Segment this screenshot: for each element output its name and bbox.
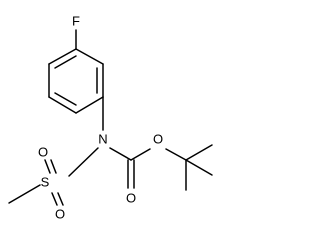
bond-n-s	[68, 147, 99, 177]
bond-n-carbonyl	[109, 147, 132, 161]
benzene-ring	[48, 48, 104, 114]
atom-ester-oxygen: O	[153, 132, 163, 147]
bond-o-tbutyl	[165, 148, 187, 161]
bond-tbutyl-methyl	[185, 159, 213, 176]
atom-carbonyl-oxygen: O	[126, 191, 136, 206]
atom-sulfur: S	[41, 175, 50, 190]
bond-s-o-upper	[44, 159, 51, 174]
ring-bond	[48, 48, 77, 65]
atom-fluorine: F	[72, 14, 80, 29]
bond-s-o-upper	[50, 159, 57, 174]
bond-c-o-ester	[130, 148, 151, 161]
ring-bond	[75, 48, 104, 65]
bond-tbutyl-methyl	[185, 144, 213, 161]
bond-s-o-lower	[57, 192, 64, 206]
ring-bond	[75, 96, 104, 114]
ring-double-bond	[54, 55, 77, 69]
bond-s-o-lower	[51, 192, 58, 206]
atom-sulfonyl-oxygen-upper: O	[38, 145, 48, 160]
atom-nitrogen: N	[98, 132, 107, 147]
atom-sulfonyl-oxygen-lower: O	[55, 207, 65, 222]
ring-double-bond	[54, 92, 77, 106]
bond-s-methyl	[8, 184, 41, 204]
structure-diagram: F N S O O O O	[8, 14, 213, 222]
ring-bond	[48, 96, 77, 114]
